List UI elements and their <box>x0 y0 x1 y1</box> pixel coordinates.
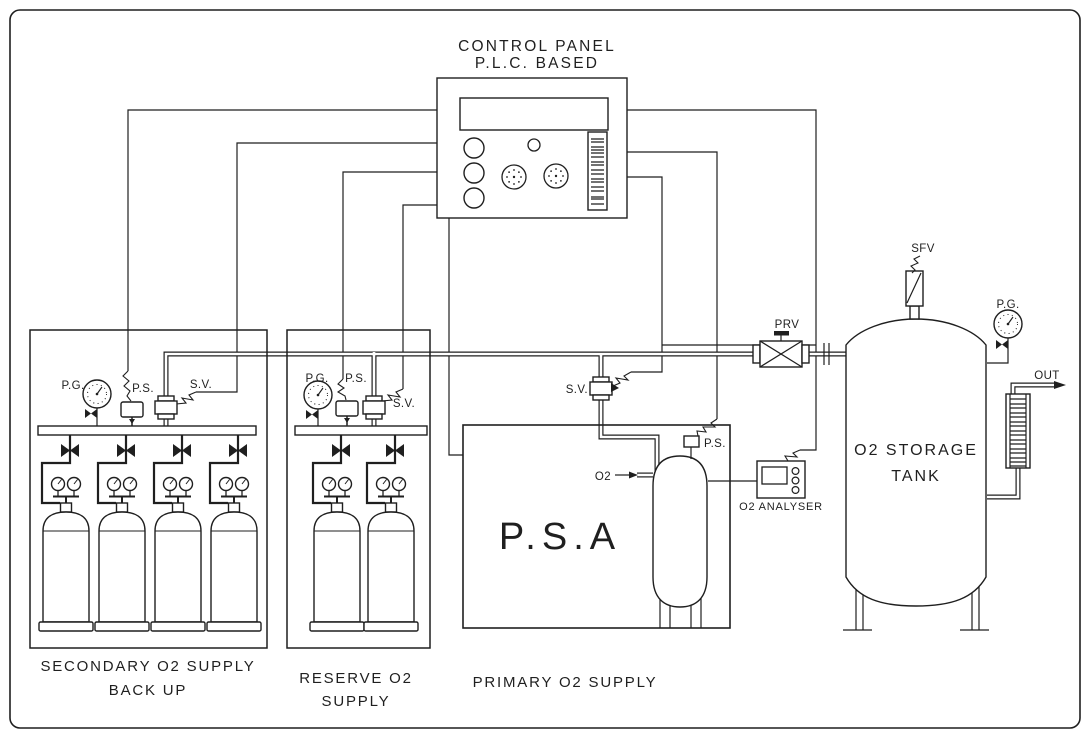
analyser-button <box>791 486 800 495</box>
pressure-switch-icon <box>120 401 144 427</box>
o2-analyser: O2 ANALYSER <box>739 460 823 513</box>
storage-tank: O2 STORAGE TANK SFV P.G. OUT <box>843 243 1066 631</box>
prv-valve: PRV <box>752 319 830 368</box>
control-panel: CONTROL PANEL P.L.C. BASED <box>436 38 628 219</box>
panel-indicator <box>527 138 541 152</box>
psa-sv-label: S.V. <box>566 384 588 396</box>
psa-caption: PRIMARY O2 SUPPLY <box>473 674 658 691</box>
panel-button <box>463 162 485 184</box>
sfv-label: SFV <box>911 243 935 255</box>
analyser-button <box>791 476 800 485</box>
pressure-gauge-icon <box>303 380 333 410</box>
analyser-display <box>761 466 788 485</box>
reserve-sv-label: S.V. <box>393 398 415 410</box>
secondary-caption-line1: SECONDARY O2 SUPPLY <box>40 658 255 675</box>
tank-shell <box>845 318 987 607</box>
secondary-supply-box <box>29 329 268 649</box>
cylinder <box>149 431 207 633</box>
reserve-caption-line2: SUPPLY <box>322 693 391 710</box>
solenoid-valve-icon <box>362 395 386 420</box>
drawing-border <box>9 9 1081 729</box>
secondary-supply: P.G. P.S. S.V. SECONDARY O2 SUPPLY BACK … <box>29 329 268 699</box>
control-wiring <box>122 109 817 482</box>
cylinder <box>93 431 151 633</box>
manifold <box>294 425 428 436</box>
secondary-ps-label: P.S. <box>132 383 154 395</box>
psa-box <box>462 424 731 629</box>
cylinder <box>308 431 366 633</box>
secondary-pg-label: P.G. <box>61 380 84 392</box>
o2-inlet-label: O2 <box>595 471 611 483</box>
out-arrow-icon <box>1054 381 1066 389</box>
panel-button <box>463 137 485 159</box>
tank-label-line2: TANK <box>891 468 940 485</box>
reserve-supply-box <box>286 329 431 649</box>
pressure-gauge-icon <box>993 309 1023 339</box>
cylinder <box>37 431 95 633</box>
control-panel-title: CONTROL PANEL <box>458 38 616 55</box>
o2-inlet-arrow-icon <box>629 471 638 479</box>
secondary-caption-line2: BACK UP <box>109 682 187 699</box>
solenoid-valve-icon <box>589 376 613 401</box>
psa-label: P.S.A <box>499 516 621 558</box>
prv-label: PRV <box>775 319 800 331</box>
cylinder <box>205 431 263 633</box>
panel-dial-icon <box>501 164 527 190</box>
barcode-display <box>587 131 608 211</box>
analyser-button <box>791 467 800 476</box>
pressure-switch-icon <box>335 400 359 426</box>
reserve-supply: P.G. P.S. S.V. RESERVE O2 SUPPLY <box>286 329 431 710</box>
reserve-caption-line1: RESERVE O2 <box>299 670 413 687</box>
tank-label-line1: O2 STORAGE <box>854 442 978 459</box>
psa-unit: P.S.A PRIMARY O2 SUPPLY S.V. P.S. O2 <box>462 376 731 691</box>
panel-display <box>459 97 609 131</box>
pressure-gauge-icon <box>82 379 112 409</box>
panel-button <box>463 187 485 209</box>
secondary-sv-label: S.V. <box>190 379 212 391</box>
out-label: OUT <box>1034 370 1059 382</box>
manifold <box>37 425 257 436</box>
tank-pg-label: P.G. <box>996 299 1019 311</box>
control-panel-subtitle: P.L.C. BASED <box>475 55 599 72</box>
reserve-ps-label: P.S. <box>345 373 367 385</box>
vessel-ps-label: P.S. <box>704 438 726 450</box>
receiver-vessel <box>652 455 708 608</box>
reserve-pg-label: P.G. <box>305 373 328 385</box>
pressure-switch-icon <box>683 435 700 448</box>
solenoid-valve-icon <box>154 395 178 420</box>
cylinder <box>362 431 420 633</box>
panel-dial-icon <box>543 163 569 189</box>
analyser-label: O2 ANALYSER <box>739 501 823 513</box>
